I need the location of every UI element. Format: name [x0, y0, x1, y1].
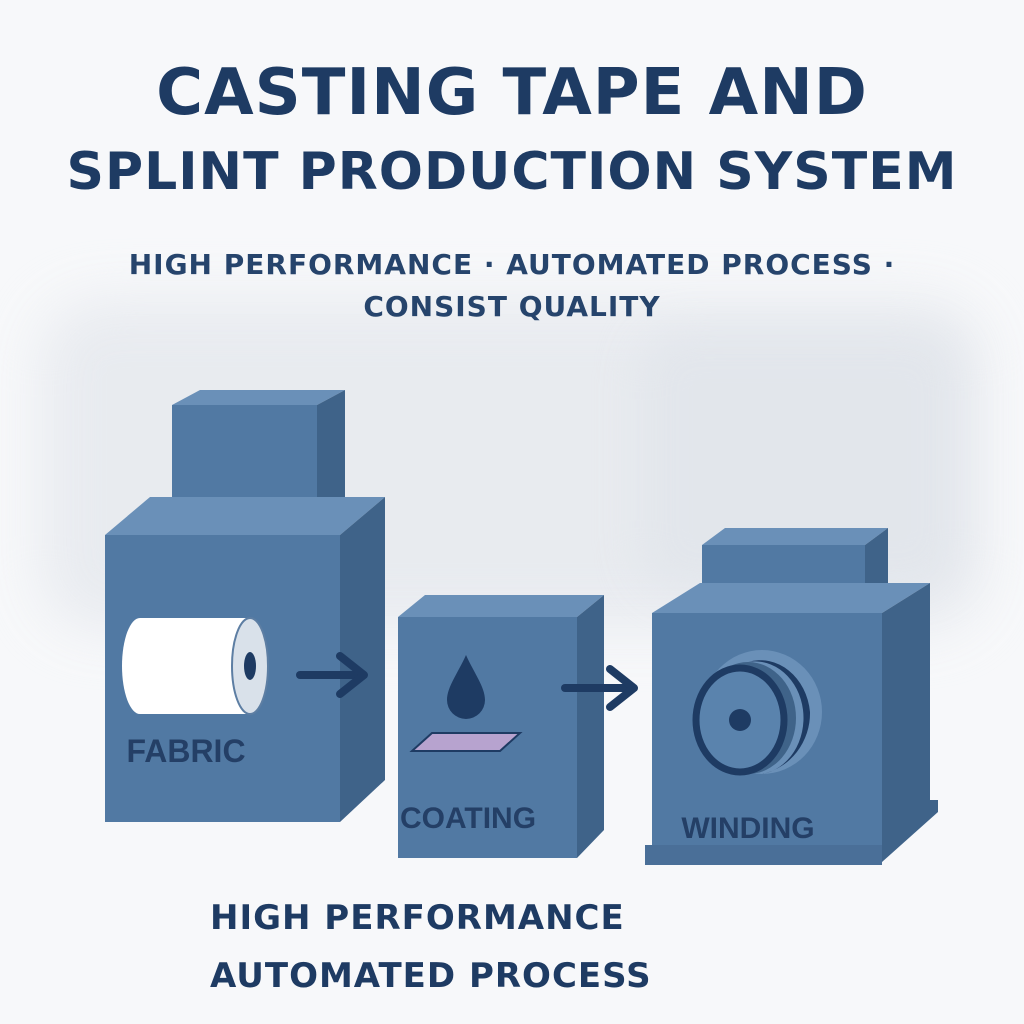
winding-label: WINDING — [681, 812, 814, 845]
coating-drop-icon — [409, 655, 523, 752]
subtitle: HIGH PERFORMANCE · AUTOMATED PROCESS · C… — [128, 248, 896, 323]
footer-line-1: HIGH PERFORMANCE — [210, 898, 625, 938]
footer-line-2: AUTOMATED PROCESS — [210, 956, 652, 996]
title-line-1: CASTING TAPE AND — [156, 56, 868, 130]
fabric-label: FABRIC — [126, 733, 245, 769]
arrow-icon — [561, 665, 638, 711]
arrow-icon — [296, 652, 368, 698]
fabric-machine: FABRIC — [105, 390, 385, 822]
fabric-roll-icon — [122, 617, 269, 715]
winding-reel-icon — [692, 650, 822, 776]
title-line-2: SPLINT PRODUCTION SYSTEM — [66, 142, 958, 202]
coating-machine: COATING — [398, 595, 604, 858]
winding-machine: WINDING — [645, 528, 938, 865]
coating-label: COATING — [400, 802, 536, 835]
